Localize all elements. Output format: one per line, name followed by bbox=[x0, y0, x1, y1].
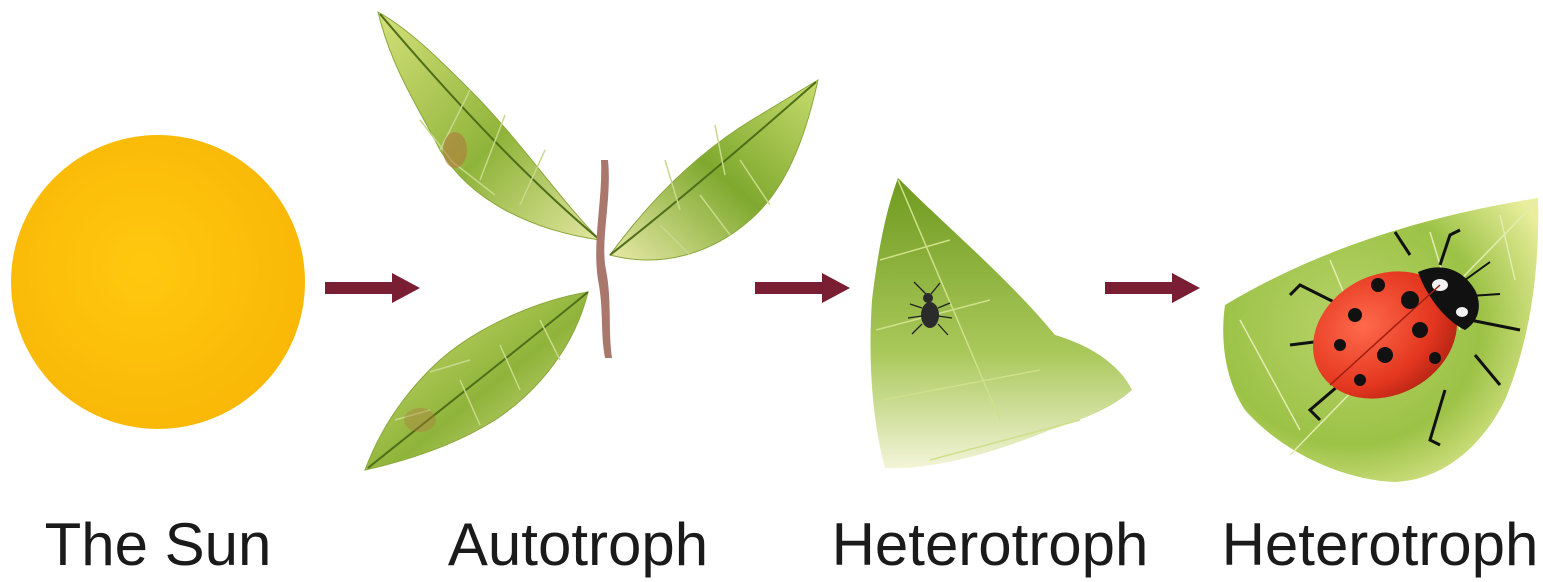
sun-icon bbox=[11, 135, 305, 429]
leaf-branch-icon bbox=[365, 12, 818, 470]
arrow-right-icon bbox=[325, 273, 420, 303]
ladybug-on-leaf-icon bbox=[1223, 198, 1538, 482]
aphid-on-leaf-icon bbox=[871, 178, 1132, 468]
stage-label-autotroph: Autotroph bbox=[448, 510, 708, 580]
arrow-right-icon bbox=[1105, 273, 1200, 303]
stage-label-sun: The Sun bbox=[45, 510, 272, 580]
food-chain-illustration bbox=[0, 0, 1543, 500]
stage-label-heterotroph-ladybug: Heterotroph bbox=[1222, 510, 1539, 580]
arrow-right-icon bbox=[755, 273, 850, 303]
stage-label-heterotroph-aphid: Heterotroph bbox=[832, 510, 1149, 580]
